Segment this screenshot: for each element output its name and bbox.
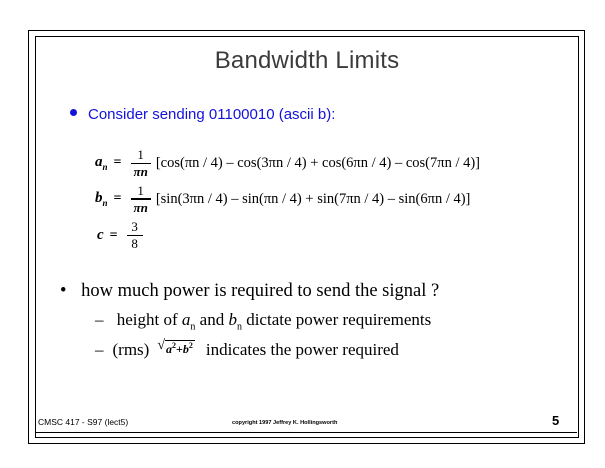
equation-bn: bn = 1 πn [sin(3πn / 4) – sin(πn / 4) + … [95, 184, 565, 215]
bullet-consider-sending-label: Consider sending 01100010 (ascii b): [88, 106, 336, 123]
sub-bullet-rms-suffix: indicates the power required [205, 340, 399, 359]
footer-course-label: CMSC 417 - S97 (lect5) [38, 417, 129, 427]
bullet-consider-sending: Consider sending 01100010 (ascii b): [70, 106, 335, 123]
equation-an-body: [cos(πn / 4) – cos(3πn / 4) + cos(6πn / … [155, 154, 481, 171]
page-title: Bandwidth Limits [214, 47, 400, 74]
footer-copyright-label: copyright 1997 Jeffrey K. Hollingsworth [232, 420, 338, 426]
fraction-bar [130, 162, 151, 165]
sub-bullet-height: – height of an and bn dictate power requ… [95, 310, 431, 332]
equation-c: c = 3 8 [97, 220, 565, 251]
equation-c-lhs: c [97, 227, 104, 244]
slide-outer-border [28, 30, 585, 444]
equation-bn-equals: = [113, 191, 122, 206]
radical-body: a2+b2 [165, 339, 195, 356]
equation-bn-lhs: bn [95, 190, 108, 208]
equation-c-equals: = [109, 227, 118, 243]
equation-bn-body: [sin(3πn / 4) – sin(πn / 4) + sin(7πn / … [155, 190, 471, 207]
equation-bn-fraction: 1 πn [130, 182, 151, 215]
equation-bn-numerator: 1 [137, 182, 144, 198]
equation-an-equals: = [113, 155, 122, 171]
equation-c-denominator: 8 [131, 236, 138, 252]
radical-expression: √ a2+b2 [157, 337, 195, 356]
fraction-bar [130, 198, 151, 200]
equation-an: an = 1 πn [cos(πn / 4) – cos(3πn / 4) + … [95, 148, 565, 179]
equation-an-lhs: an [95, 154, 108, 173]
equation-c-fraction: 3 8 [126, 219, 143, 252]
dash-marker-icon: – [95, 310, 104, 329]
footer-divider [36, 432, 577, 434]
equation-c-numerator: 3 [131, 219, 138, 235]
bullet-power-question-label: how much power is required to send the s… [81, 281, 440, 301]
sub-bullet-height-label: height of an and bn dictate power requir… [116, 310, 432, 333]
slide-inner-border [35, 36, 579, 438]
equation-block: an = 1 πn [cos(πn / 4) – cos(3πn / 4) + … [95, 148, 565, 251]
bullet-power-question: • how much power is required to send the… [60, 281, 439, 302]
bullet-dot-icon: • [60, 281, 67, 301]
fraction-bar [126, 234, 143, 237]
sub-bullet-rms: – (rms) √ a2+b2 indicates the power requ… [95, 337, 399, 360]
radical-sign-icon: √ [157, 337, 166, 353]
equation-an-numerator: 1 [137, 147, 144, 162]
equation-an-fraction: 1 πn [130, 147, 151, 180]
equation-an-denominator: πn [133, 164, 148, 180]
dash-marker-icon: – [95, 340, 104, 359]
equation-bn-denominator: πn [133, 199, 148, 215]
bullet-dot-icon [70, 109, 77, 116]
sub-bullet-rms-prefix: (rms) [112, 340, 150, 359]
page-number: 5 [552, 413, 560, 428]
